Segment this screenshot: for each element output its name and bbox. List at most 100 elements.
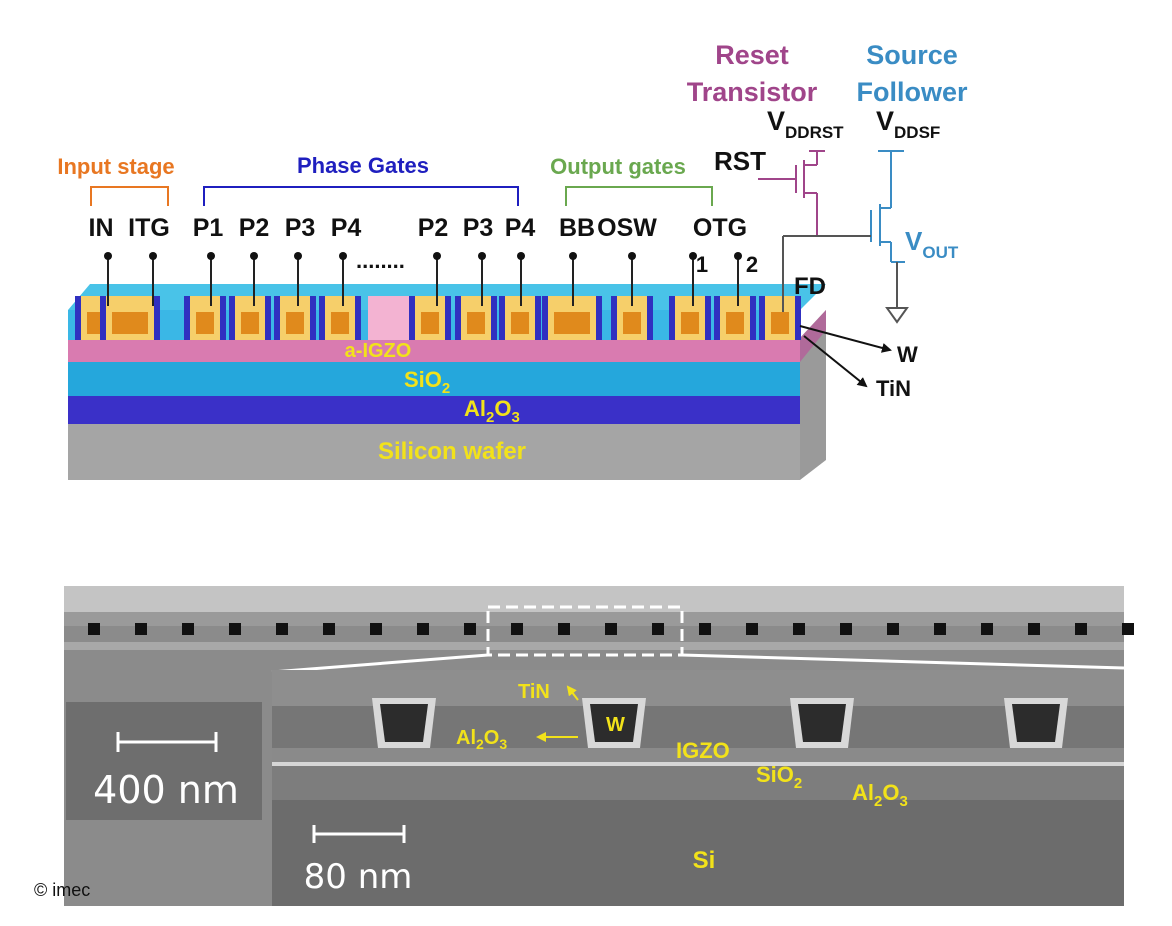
label-w: W [897, 342, 918, 367]
gate-stack [669, 296, 711, 340]
gate-contact-pin [104, 252, 112, 306]
gate-stack [100, 296, 160, 340]
gate-stack [759, 296, 801, 340]
label-follower-2: Follower [856, 77, 967, 107]
sem-gate-dot [182, 623, 194, 635]
scale-bar-main-bg [66, 702, 262, 820]
silicon-wafer-layer [68, 424, 800, 480]
sem-gate-dot [511, 623, 523, 635]
igzo-layer [68, 340, 800, 362]
fd-node-wire [782, 235, 871, 312]
zoom-line-left [271, 653, 489, 674]
sem-gate-dot [605, 623, 617, 635]
sem-gate-dot [464, 623, 476, 635]
gate-stack [319, 296, 361, 340]
sem-label-si: Si [693, 847, 716, 874]
sem-panel: 400 nm 80 nm TiN W Al2O3 IGZO [64, 586, 1134, 906]
inset-gate [1004, 698, 1068, 748]
readout-circuit: Reset Transistor Source Follower VDDRST … [687, 40, 968, 324]
gate-contact-pin [478, 252, 486, 306]
label-otg-1: 1 [696, 252, 708, 277]
sem-gate-dot [229, 623, 241, 635]
sem-gate-dot [88, 623, 100, 635]
sem-gate-dot [370, 623, 382, 635]
zoom-region-box [486, 605, 684, 657]
gate-label: P1 [193, 214, 224, 242]
gate-label: P3 [285, 214, 316, 242]
gate-ellipsis: ........ [356, 248, 405, 273]
sio2-layer [68, 362, 800, 396]
sem-gate-row [88, 623, 1134, 635]
arrow-to-w [799, 325, 892, 353]
label-reset-1: Reset [715, 40, 789, 70]
scale-label-main: 400 nm [93, 768, 239, 812]
label-tin: TiN [876, 376, 911, 401]
sem-label-al2o3-left: Al2O3 [456, 727, 507, 752]
ground-wiring [885, 262, 909, 324]
layer-label-sio2: SiO2 [404, 367, 450, 397]
gate-label: OSW [597, 214, 657, 242]
sem-gate-dot [699, 623, 711, 635]
copyright-notice: © imec [34, 880, 91, 900]
sem-top-band [64, 586, 1124, 612]
gate-contact-pin [339, 252, 347, 306]
label-vddrst: VDDRST [767, 106, 844, 142]
bracket-input-stage [90, 186, 169, 206]
sem-label-tin: TiN [518, 681, 550, 703]
gate-contact-pin [689, 252, 697, 306]
side-face-top [800, 310, 826, 362]
sem-gate-dot [887, 623, 899, 635]
gate-stack [274, 296, 316, 340]
gate-label: P4 [331, 214, 362, 242]
gate-contact-pin [149, 252, 157, 306]
label-vout: VOUT [905, 226, 959, 262]
arrow-to-tin [803, 335, 868, 388]
sem-gate-dot [323, 623, 335, 635]
device-schematic: a-IGZO SiO2 Al2O3 Silicon wafer ........… [57, 153, 918, 480]
gate-stack [229, 296, 271, 340]
gate-label: P2 [418, 214, 449, 242]
reset-transistor-symbol [758, 150, 825, 236]
sem-label-sio2: SiO2 [756, 762, 802, 792]
label-phase-gates: Phase Gates [297, 153, 429, 178]
gate-contact-pin [517, 252, 525, 306]
sem-label-igzo: IGZO [676, 738, 730, 763]
sem-gate-dot [934, 623, 946, 635]
sem-gate-dot [652, 623, 664, 635]
scale-bar-main [116, 732, 218, 752]
inset-gate [790, 698, 854, 748]
sem-gate-dot [276, 623, 288, 635]
bracket-output-gates [565, 186, 713, 206]
gate-contact-pin [433, 252, 441, 306]
gate-stack [455, 296, 497, 340]
gate-label: P2 [239, 214, 270, 242]
label-follower-1: Source [866, 40, 958, 70]
layer-label-al2o3: Al2O3 [464, 396, 520, 426]
sem-gate-dot [1075, 623, 1087, 635]
source-follower-symbol [870, 150, 905, 263]
scale-bar-inset [312, 825, 406, 843]
sem-label-al2o3-right: Al2O3 [852, 780, 908, 810]
label-rst: RST [714, 146, 766, 176]
sem-gate-dot [793, 623, 805, 635]
gate-stack [409, 296, 451, 340]
gate-stack [184, 296, 226, 340]
gate-label: P3 [463, 214, 494, 242]
layer-label-igzo: a-IGZO [345, 340, 412, 362]
bracket-phase-gates [203, 186, 519, 206]
gate-contact-pin [207, 252, 215, 306]
label-output-gates: Output gates [550, 154, 686, 179]
label-vddsf: VDDSF [876, 106, 940, 142]
sem-gate-dot [840, 623, 852, 635]
gate-contact-pin [734, 252, 742, 306]
gate-contact-pin [569, 252, 577, 306]
gate-label: BB [559, 214, 595, 242]
sem-gate-dot [746, 623, 758, 635]
label-otg-2: 2 [746, 252, 758, 277]
sem-gate-dot [135, 623, 147, 635]
sem-gate-dot [417, 623, 429, 635]
gate-label: ITG [128, 214, 170, 242]
gate-contact-pin [250, 252, 258, 306]
gate-contact-pin [628, 252, 636, 306]
